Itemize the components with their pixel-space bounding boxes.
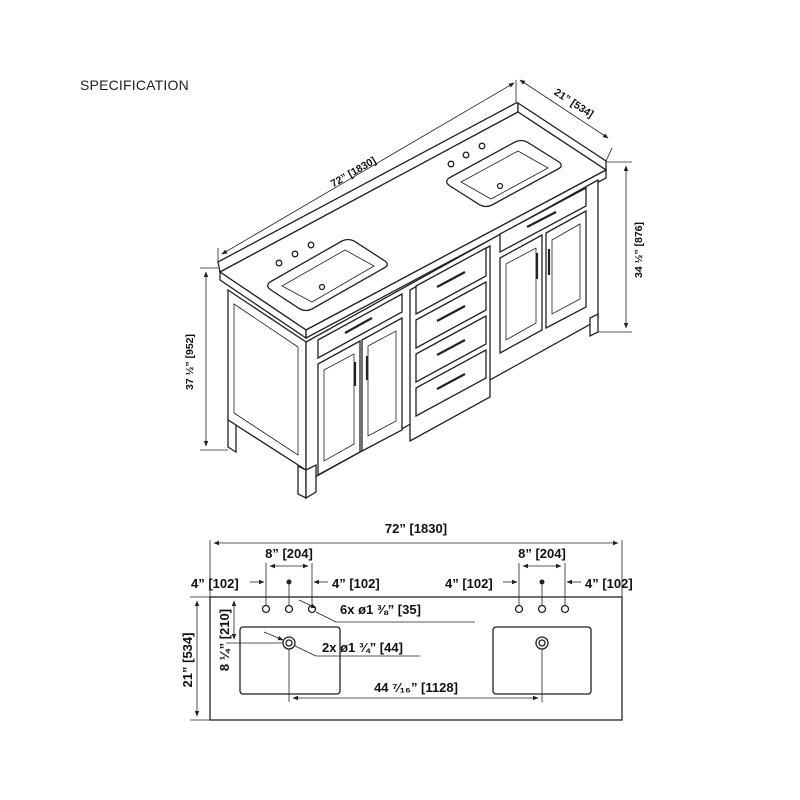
drain-holes-label: 2x ø1 ¾” [44] [322, 640, 403, 655]
iso-total-height-label: 37 ½” [952] [184, 334, 196, 390]
faucet-hole-icon [261, 604, 271, 614]
iso-cabinet-height-label: 34 ½” [876] [633, 222, 645, 278]
left-spread-label: 8” [204] [265, 546, 313, 561]
right-spread-label: 8” [204] [518, 546, 566, 561]
right-offset-b: 4” [102] [585, 576, 633, 591]
right-door-1 [499, 233, 543, 355]
left-door-1 [317, 339, 361, 477]
drawer-handle-icon [344, 317, 373, 334]
faucet-hole-icon [284, 604, 294, 614]
faucet-hole-icon [537, 604, 547, 614]
right-offset-a: 4” [102] [445, 576, 493, 591]
drawer-handle-icon [526, 211, 557, 228]
faucet-hole-icon [514, 604, 524, 614]
sink-setback-label: 8 ¼” [210] [217, 609, 232, 671]
left-drawer [317, 292, 403, 360]
plan-view: 72” [1830] 8” [204] 4” [102] 4” [102] 8”… [180, 521, 633, 721]
center-drawer-stack [409, 244, 491, 443]
faucet-holes-label: 6x ø1 ⅜” [35] [340, 602, 421, 617]
drain-spacing-label: 44 ⁷⁄₁₆” [1128] [374, 680, 458, 695]
left-offset-b: 4” [102] [332, 576, 380, 591]
left-door-2 [361, 316, 403, 453]
vanity-isometric: 72” [1830] 21” [534] 37 ½” [952] 34 ½” [… [184, 79, 645, 500]
left-offset-a: 4” [102] [191, 576, 239, 591]
faucet-hole-icon [291, 250, 299, 258]
plan-width-label: 72” [1830] [385, 521, 447, 536]
left-sink-plan [239, 626, 341, 695]
faucet-hole-icon [275, 259, 283, 267]
right-door-2 [545, 209, 587, 330]
faucet-hole-icon [307, 241, 315, 249]
faucet-hole-icon [447, 160, 455, 168]
plan-depth-label: 21” [534] [180, 633, 195, 688]
page-title: SPECIFICATION [80, 77, 189, 93]
faucet-hole-icon [462, 151, 470, 159]
faucet-hole-icon [478, 142, 486, 150]
faucet-hole-icon [560, 604, 570, 614]
